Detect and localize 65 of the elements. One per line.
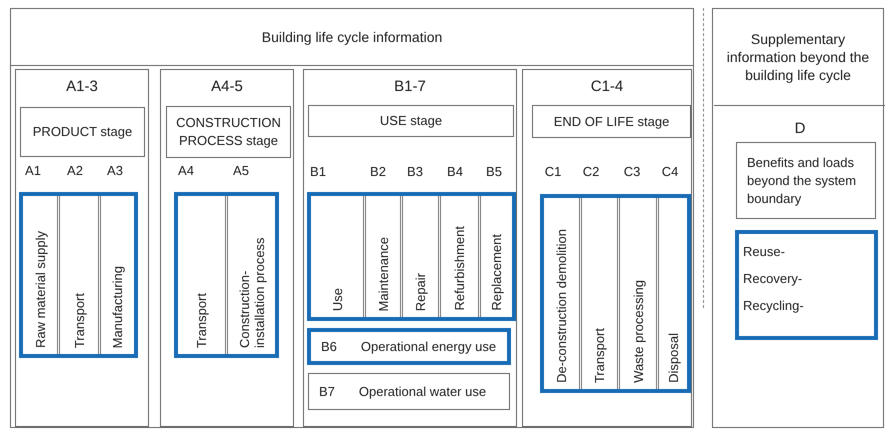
module-code: C2 <box>582 164 600 179</box>
stage-box <box>166 106 291 158</box>
module-title: C1-4 <box>590 78 624 95</box>
stage-name: CONSTRUCTION PROCESS stage <box>175 114 282 150</box>
module-name: Construction- installation process <box>236 236 266 348</box>
module-column <box>160 69 294 427</box>
module-code: A4 <box>177 163 195 178</box>
module-name: Transport <box>72 292 86 348</box>
highlight-frame <box>174 192 279 358</box>
module-name: Transport <box>592 328 607 383</box>
module-name: Repair <box>413 272 428 311</box>
stage-name: USE stage <box>378 112 444 130</box>
section-heading: Building life cycle information <box>11 9 693 66</box>
module-column <box>15 69 149 427</box>
module-name: Disposal <box>666 333 680 383</box>
stage-box <box>308 105 514 137</box>
module-code: C4 <box>660 164 680 179</box>
module-name: Manufacturing <box>110 266 125 348</box>
life-cycle-panel <box>10 8 694 428</box>
description-text: Benefits and loads beyond the system boundary <box>746 154 858 208</box>
module-name: Replacement <box>489 234 504 311</box>
module-name: Use <box>330 288 344 311</box>
module-title: A4-5 <box>210 78 244 95</box>
module-title: D <box>794 120 806 137</box>
list-item: Reuse- <box>743 244 786 259</box>
highlight-frame <box>307 192 516 321</box>
module-title: B1-7 <box>393 78 427 95</box>
highlight-box <box>735 230 878 340</box>
stage-name: PRODUCT stage <box>32 123 134 141</box>
module-name: Maintenance <box>376 236 390 311</box>
module-code: C3 <box>622 164 642 179</box>
module-name: Waste processing <box>630 280 646 383</box>
list-item: Recovery- <box>743 271 804 286</box>
module-column <box>522 69 692 427</box>
description-box <box>736 142 876 219</box>
module-code: B5 <box>485 164 503 179</box>
module-code: B7 <box>319 384 335 399</box>
module-name: De-construction demolition <box>554 229 569 383</box>
module-row <box>308 373 510 410</box>
module-code: B6 <box>321 339 337 354</box>
section-heading: Supplementary information beyond the building life cycle <box>726 30 870 85</box>
module-code: A1 <box>24 163 42 178</box>
module-name: Transport <box>194 292 209 348</box>
module-code: A3 <box>106 163 124 178</box>
highlight-frame <box>540 194 691 393</box>
stage-box <box>20 107 145 157</box>
module-code: A2 <box>66 163 84 178</box>
module-code: A5 <box>232 163 250 178</box>
module-code: B1 <box>309 164 327 179</box>
stage-box <box>532 105 691 138</box>
module-title: A1-3 <box>65 78 99 95</box>
highlight-frame <box>19 192 138 358</box>
supplementary-panel <box>712 8 884 428</box>
module-code: C1 <box>544 164 562 179</box>
list-item: Recycling- <box>743 298 805 313</box>
module-name: Operational water use <box>358 384 486 399</box>
module-code: B2 <box>369 164 387 179</box>
module-name: Refurbishment <box>452 226 467 311</box>
module-column <box>303 69 517 427</box>
module-name: Operational energy use <box>360 339 496 354</box>
module-name: Raw material supply <box>32 230 48 348</box>
module-code: B4 <box>446 164 464 179</box>
stage-name: END OF LIFE stage <box>552 112 670 130</box>
module-code: B3 <box>406 164 424 179</box>
module-row <box>307 328 511 365</box>
